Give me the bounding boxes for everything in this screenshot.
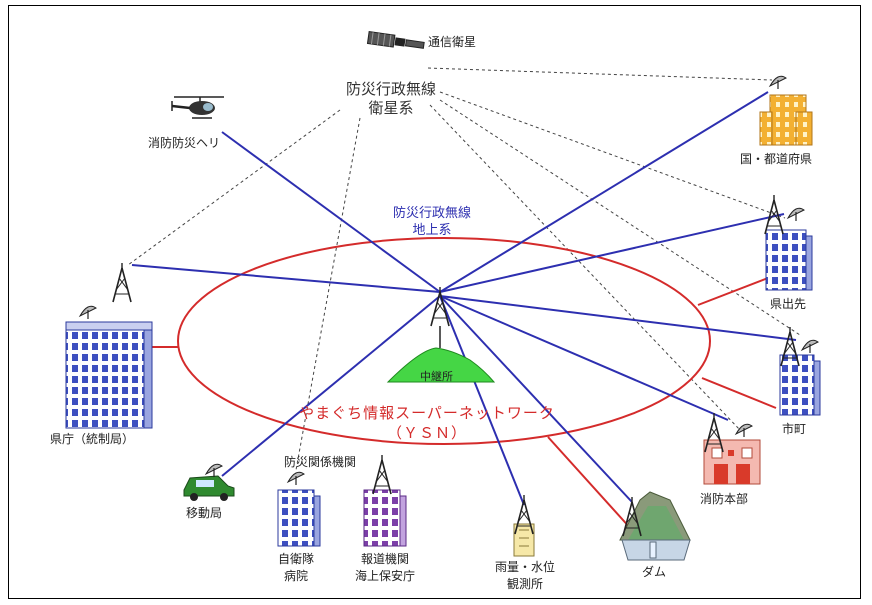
ground-link-rain xyxy=(439,295,525,506)
dam-icon xyxy=(619,491,691,561)
media-label-2: 海上保安庁 xyxy=(354,569,415,583)
ground-link-heli xyxy=(221,131,441,293)
prefectural-branch-label: 県出先 xyxy=(770,297,807,311)
sat-link-national xyxy=(427,67,773,81)
national-label: 国・都道府県 xyxy=(740,152,813,166)
ground-links xyxy=(131,91,797,506)
satellite-label: 通信衛星 xyxy=(428,35,477,49)
ground-link-prefoffice xyxy=(131,264,441,293)
sdf-hospital-building-icon xyxy=(277,471,321,547)
ground-link-firehq xyxy=(439,295,729,421)
sat-link-branch xyxy=(439,91,786,219)
ysn-link-dam xyxy=(547,436,633,531)
satellite-icon xyxy=(366,31,425,49)
mobile-station-label: 移動局 xyxy=(186,506,223,520)
ground-link-municipality xyxy=(439,295,797,341)
ground-link-national xyxy=(439,91,769,293)
ground-link-branch xyxy=(439,213,785,293)
ground-system-label-1: 防災行政無線 xyxy=(392,206,471,221)
sat-link-prefoffice xyxy=(127,109,341,266)
relay-station-icon xyxy=(386,286,496,383)
rain-gauge-label-2: 観測所 xyxy=(506,577,543,591)
ysn-label-1: やまぐち情報スーパーネットワーク xyxy=(299,404,555,422)
mobile-station-icon xyxy=(183,463,235,501)
media-label-1: 報道機関 xyxy=(360,552,409,566)
ground-system-label-2: 地上系 xyxy=(412,223,452,238)
municipality-building-icon xyxy=(779,326,821,416)
ysn-link-municipality xyxy=(701,377,777,409)
ysn-network xyxy=(148,237,777,531)
branch-building-icon xyxy=(764,194,813,291)
sat-link-municipality xyxy=(439,99,801,336)
national-building-icon xyxy=(759,75,813,146)
helicopter-label: 消防防災ヘリ xyxy=(148,136,221,150)
ysn-label-2: （ＹＳＮ） xyxy=(386,424,467,442)
ground-link-mobile xyxy=(221,295,441,477)
rain-gauge-icon xyxy=(513,494,535,557)
ysn-ring xyxy=(177,237,711,445)
prefectural-office-label: 県庁（統制局） xyxy=(50,432,135,446)
fire-hq-building-icon xyxy=(703,412,761,485)
helicopter-icon xyxy=(171,96,224,119)
sat-link-firehq xyxy=(429,104,741,431)
diagram-frame xyxy=(8,5,861,599)
media-building-icon xyxy=(363,454,407,547)
disaster-agencies-label: 防災関係機関 xyxy=(284,455,357,469)
municipality-label: 市町 xyxy=(782,422,807,436)
fire-hq-label: 消防本部 xyxy=(700,492,749,506)
rain-gauge-label-1: 雨量・水位 xyxy=(494,560,555,574)
ysn-link-branch xyxy=(697,277,769,306)
ground-link-dam xyxy=(439,295,633,503)
dam-label: ダム xyxy=(642,565,667,579)
satellite-system-label-2: 衛星系 xyxy=(368,99,414,117)
relay-station-label: 中継所 xyxy=(420,370,453,383)
prefectural-office-icon xyxy=(65,262,153,429)
satellite-system-label-1: 防災行政無線 xyxy=(345,80,436,98)
sdf-label-2: 病院 xyxy=(283,569,308,583)
sdf-label-1: 自衛隊 xyxy=(277,552,314,566)
satellite-links xyxy=(127,67,801,471)
